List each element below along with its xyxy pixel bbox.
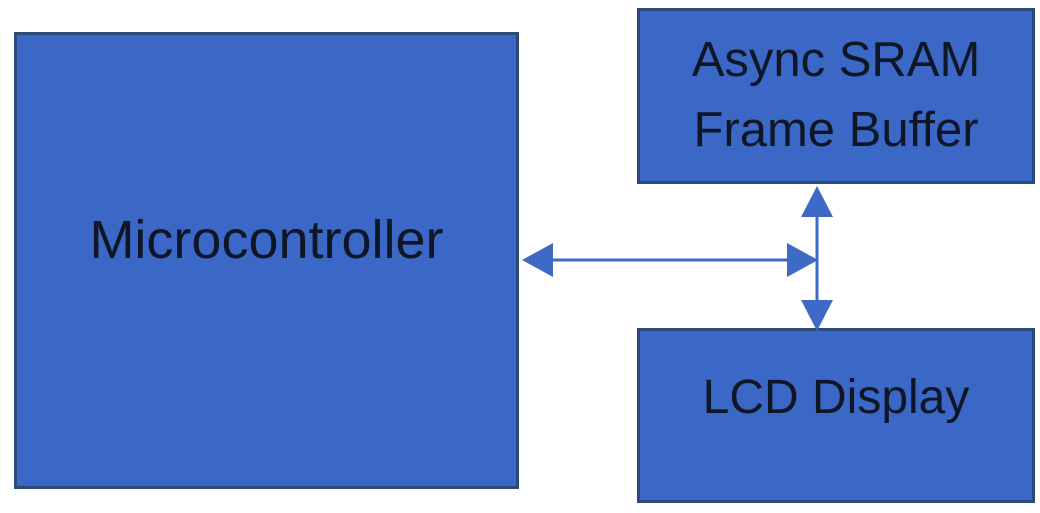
- microcontroller-box: Microcontroller: [14, 32, 519, 489]
- vertical-bidirectional-arrow: [801, 186, 833, 331]
- arrowhead-up-icon: [801, 186, 833, 217]
- arrowhead-left-icon: [522, 243, 553, 277]
- microcontroller-label: Microcontroller: [89, 209, 444, 270]
- arrowhead-right-icon: [787, 243, 818, 277]
- lcd-display-label: LCD Display: [702, 371, 970, 424]
- sram-label-line-1: Async SRAM: [691, 33, 981, 88]
- async-sram-frame-buffer-box: Async SRAM Frame Buffer: [637, 8, 1035, 184]
- async-sram-frame-buffer-label: Async SRAM Frame Buffer: [692, 26, 981, 165]
- sram-label-line-2: Frame Buffer: [693, 103, 979, 157]
- lcd-display-box: LCD Display: [637, 328, 1035, 503]
- horizontal-bidirectional-arrow: [522, 243, 818, 277]
- arrowhead-down-icon: [801, 300, 833, 331]
